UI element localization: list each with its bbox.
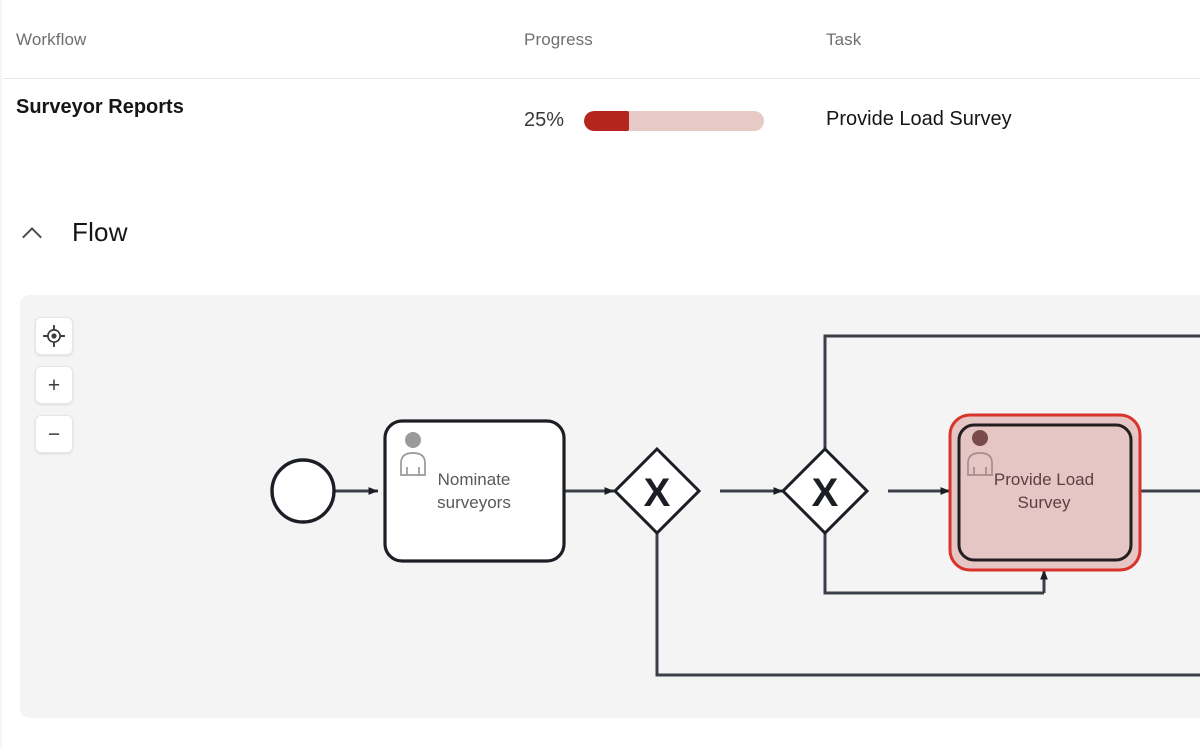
- user-task-icon: [967, 430, 993, 476]
- sequence-flows: [334, 334, 1200, 677]
- center-diagram-button[interactable]: [35, 317, 73, 355]
- zoom-out-button[interactable]: −: [35, 415, 73, 453]
- plus-icon: +: [47, 373, 61, 397]
- zoom-in-button[interactable]: +: [35, 366, 73, 404]
- progress-percent-label: 25%: [524, 109, 565, 131]
- gateway-x-icon: X: [812, 471, 839, 515]
- progress-bar-fill: [584, 110, 630, 131]
- flow-section-title: Flow: [72, 217, 128, 247]
- gateway-node-2[interactable]: X: [780, 446, 870, 536]
- flow-section-header[interactable]: Flow: [20, 217, 128, 248]
- progress-cell: 25%: [524, 109, 765, 132]
- task-label-line1: Provide Load: [994, 470, 1094, 489]
- task-label-line2: Survey: [1018, 493, 1071, 512]
- column-header-workflow: Workflow: [16, 30, 87, 49]
- flow-gateway2-bottom-branch: [823, 533, 1044, 595]
- canvas-zoom-controls: + −: [35, 317, 73, 453]
- bpmn-canvas[interactable]: + −: [20, 295, 1200, 718]
- flow-gateway1-bottom-branch: [655, 533, 1200, 677]
- flow-gateway2-top-branch: [823, 334, 1200, 449]
- task-node-provide-load-survey[interactable]: Provide Load Survey: [948, 413, 1142, 572]
- workflow-name: Surveyor Reports: [16, 96, 184, 118]
- gateway-x-icon: X: [644, 471, 671, 515]
- task-node-nominate-surveyors[interactable]: Nominate surveyors: [383, 419, 566, 563]
- column-header-task: Task: [826, 30, 862, 49]
- flow-section: Flow + −: [0, 159, 1200, 748]
- task-name: Provide Load Survey: [826, 108, 1012, 130]
- column-header-progress: Progress: [524, 30, 593, 49]
- user-task-icon: [400, 432, 426, 476]
- crosshair-target-icon: [43, 325, 65, 347]
- gateway-node-1[interactable]: X: [612, 446, 702, 536]
- task-label-line2: surveyors: [437, 493, 511, 512]
- progress-bar: [584, 110, 765, 131]
- start-event-node[interactable]: [270, 458, 336, 524]
- workflow-table: Workflow Progress Task Surveyor Reports …: [0, 0, 1200, 159]
- bpmn-diagram[interactable]: Nominate surveyors X X: [20, 295, 1200, 718]
- task-inner-border: [957, 423, 1133, 562]
- task-label-line1: Nominate: [438, 470, 511, 489]
- task-highlight-outline: [948, 413, 1142, 572]
- table-row[interactable]: Surveyor Reports 25% Provide Load Survey: [0, 79, 1200, 159]
- table-header-row: Workflow Progress Task: [0, 0, 1200, 79]
- minus-icon: −: [47, 422, 61, 446]
- chevron-up-icon[interactable]: [20, 220, 46, 246]
